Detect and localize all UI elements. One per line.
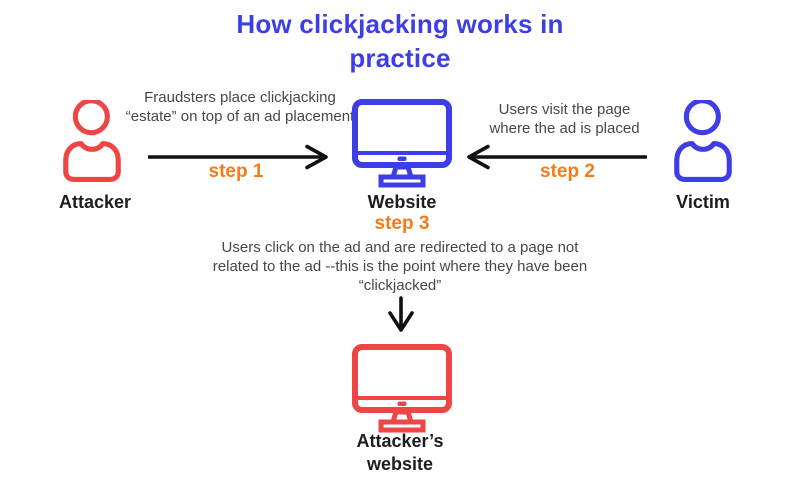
- step3-label: step 3: [374, 213, 430, 234]
- arrow-down-icon: [388, 296, 414, 332]
- attacker-label: Attacker: [58, 192, 132, 212]
- step2-label: step 2: [540, 161, 595, 182]
- step2-description: Users visit the page where the ad is pla…: [489, 101, 640, 138]
- attacker-person-icon: [63, 100, 121, 182]
- attacker-website-monitor-icon: [352, 344, 452, 433]
- website-label: Website: [367, 192, 437, 212]
- victim-person-icon: [674, 100, 732, 182]
- attacker-website-label: Attacker’s website: [356, 431, 444, 474]
- website-monitor-icon: [352, 99, 452, 188]
- arrow-left-icon: [467, 144, 647, 170]
- arrow-right-icon: [148, 144, 328, 170]
- step1-label: step 1: [208, 161, 264, 182]
- page-title-wrap: How clickjacking works in practice: [0, 8, 800, 76]
- step3-description: Users click on the ad and are redirected…: [212, 239, 588, 295]
- page-title: How clickjacking works in practice: [236, 9, 564, 73]
- victim-label: Victim: [676, 192, 730, 212]
- step1-description: Fraudsters place clickjacking “estate” o…: [125, 89, 355, 126]
